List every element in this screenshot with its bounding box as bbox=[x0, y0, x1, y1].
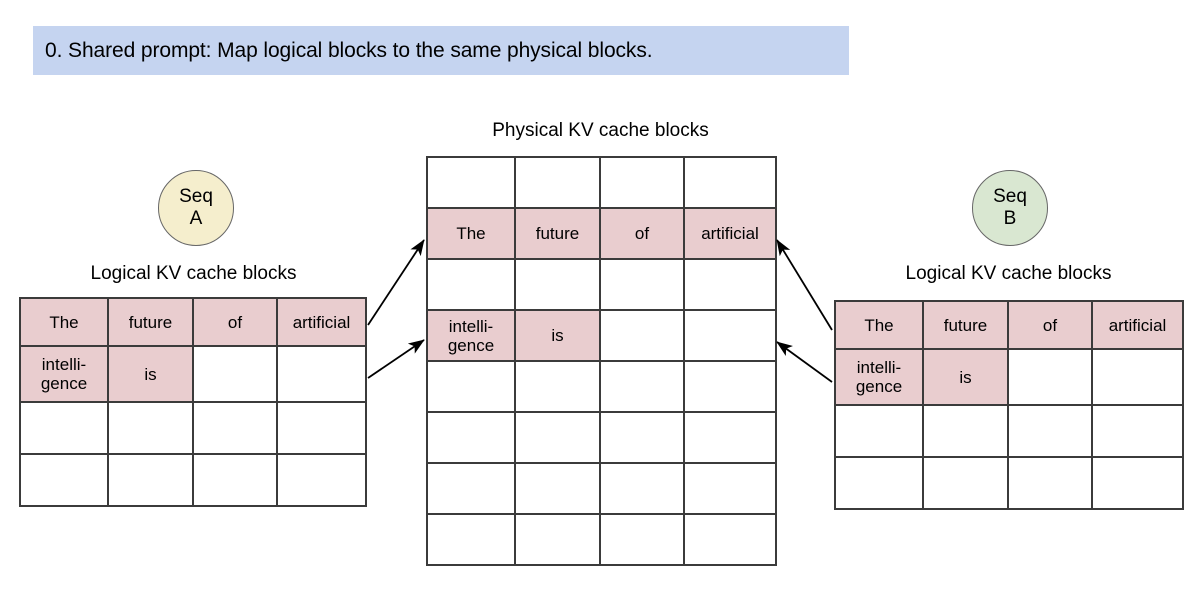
cell-logical-b-r1-c2 bbox=[1009, 350, 1093, 406]
cell-logical-b-r2-c2 bbox=[1009, 406, 1093, 458]
physical-blocks-caption: Physical KV cache blocks bbox=[492, 120, 709, 141]
cell-logical-a-r3-c2 bbox=[194, 455, 278, 507]
arrow-b-row2-to-physical-row4 bbox=[776, 341, 833, 383]
cell-logical-b-r0-c1: future bbox=[924, 302, 1009, 350]
cell-physical-r6-c2 bbox=[601, 464, 685, 515]
cell-physical-r4-c3 bbox=[685, 362, 777, 413]
cell-physical-r3-c1: is bbox=[516, 311, 601, 362]
cell-physical-r5-c2 bbox=[601, 413, 685, 464]
cell-logical-a-r3-c0 bbox=[21, 455, 109, 507]
cell-physical-r1-c0: The bbox=[428, 209, 516, 260]
logical-blocks-a-caption: Logical KV cache blocks bbox=[90, 263, 297, 284]
cell-logical-a-r1-c3 bbox=[278, 347, 367, 403]
cell-logical-a-r2-c1 bbox=[109, 403, 194, 455]
cell-logical-b-r1-c1: is bbox=[924, 350, 1009, 406]
cell-logical-a-r0-c3: artificial bbox=[278, 299, 367, 347]
cell-physical-r7-c3 bbox=[685, 515, 777, 566]
step-banner-text: 0. Shared prompt: Map logical blocks to … bbox=[45, 38, 653, 62]
cell-physical-r7-c1 bbox=[516, 515, 601, 566]
arrow-a-row2-to-physical-row4 bbox=[367, 339, 425, 379]
seq-b-label-line1: Seq bbox=[993, 186, 1027, 207]
seq-a-bubble: Seq A bbox=[158, 170, 234, 246]
cell-physical-r3-c2 bbox=[601, 311, 685, 362]
cell-physical-r7-c0 bbox=[428, 515, 516, 566]
cell-physical-r3-c0: intelli-gence bbox=[428, 311, 516, 362]
cell-logical-b-r0-c0: The bbox=[836, 302, 924, 350]
cell-physical-r0-c2 bbox=[601, 158, 685, 209]
cell-logical-a-r1-c1: is bbox=[109, 347, 194, 403]
cell-physical-r5-c0 bbox=[428, 413, 516, 464]
cell-logical-b-r0-c2: of bbox=[1009, 302, 1093, 350]
seq-b-label-line2: B bbox=[1003, 208, 1017, 229]
cell-physical-r6-c1 bbox=[516, 464, 601, 515]
cell-physical-r2-c1 bbox=[516, 260, 601, 311]
seq-a-label-line2: A bbox=[189, 208, 203, 229]
arrow-a-row1-to-physical-row2 bbox=[367, 239, 425, 326]
cell-logical-a-r3-c3 bbox=[278, 455, 367, 507]
cell-physical-r1-c2: of bbox=[601, 209, 685, 260]
cell-physical-r2-c3 bbox=[685, 260, 777, 311]
cell-logical-a-r1-c2 bbox=[194, 347, 278, 403]
cell-physical-r6-c0 bbox=[428, 464, 516, 515]
cell-logical-a-r0-c0: The bbox=[21, 299, 109, 347]
cell-logical-a-r2-c3 bbox=[278, 403, 367, 455]
cell-logical-b-r1-c0: intelli-gence bbox=[836, 350, 924, 406]
cell-logical-b-r3-c2 bbox=[1009, 458, 1093, 510]
cell-logical-b-r1-c3 bbox=[1093, 350, 1184, 406]
cell-physical-r1-c3: artificial bbox=[685, 209, 777, 260]
cell-logical-a-r2-c0 bbox=[21, 403, 109, 455]
cell-logical-a-r0-c1: future bbox=[109, 299, 194, 347]
seq-b-bubble: Seq B bbox=[972, 170, 1048, 246]
cell-physical-r5-c3 bbox=[685, 413, 777, 464]
cell-logical-b-r3-c1 bbox=[924, 458, 1009, 510]
cell-physical-r3-c3 bbox=[685, 311, 777, 362]
cell-physical-r2-c0 bbox=[428, 260, 516, 311]
cell-logical-a-r2-c2 bbox=[194, 403, 278, 455]
cell-physical-r0-c3 bbox=[685, 158, 777, 209]
cell-logical-a-r1-c0: intelli-gence bbox=[21, 347, 109, 403]
cell-logical-b-r2-c0 bbox=[836, 406, 924, 458]
cell-physical-r4-c0 bbox=[428, 362, 516, 413]
cell-logical-a-r3-c1 bbox=[109, 455, 194, 507]
seq-a-label-line1: Seq bbox=[179, 186, 213, 207]
cell-physical-r0-c0 bbox=[428, 158, 516, 209]
cell-physical-r5-c1 bbox=[516, 413, 601, 464]
cell-logical-b-r3-c3 bbox=[1093, 458, 1184, 510]
step-banner: 0. Shared prompt: Map logical blocks to … bbox=[33, 26, 849, 75]
cell-logical-a-r0-c2: of bbox=[194, 299, 278, 347]
cell-physical-r4-c2 bbox=[601, 362, 685, 413]
logical-blocks-b-caption: Logical KV cache blocks bbox=[905, 263, 1112, 284]
cell-physical-r7-c2 bbox=[601, 515, 685, 566]
cell-logical-b-r0-c3: artificial bbox=[1093, 302, 1184, 350]
cell-physical-r1-c1: future bbox=[516, 209, 601, 260]
cell-physical-r4-c1 bbox=[516, 362, 601, 413]
cell-physical-r6-c3 bbox=[685, 464, 777, 515]
cell-logical-b-r2-c3 bbox=[1093, 406, 1184, 458]
cell-logical-b-r2-c1 bbox=[924, 406, 1009, 458]
cell-logical-b-r3-c0 bbox=[836, 458, 924, 510]
cell-physical-r0-c1 bbox=[516, 158, 601, 209]
cell-physical-r2-c2 bbox=[601, 260, 685, 311]
arrow-b-row1-to-physical-row2 bbox=[776, 239, 833, 331]
